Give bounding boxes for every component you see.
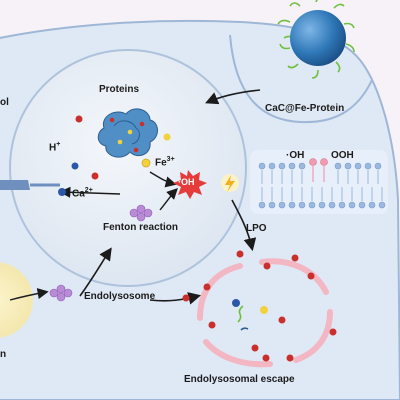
lipid-bilayer <box>250 150 388 214</box>
arrow-endolysosome <box>79 247 112 297</box>
lipid-ooh-label: OOH <box>331 150 354 161</box>
edge-label-bottom: n <box>0 349 7 360</box>
protein-cluster <box>97 108 158 158</box>
arrow-uptake <box>205 89 261 105</box>
arrow-fenton-up <box>159 188 178 211</box>
endolysosome-particle <box>49 284 73 302</box>
fenton-label: Fenton reaction <box>103 222 179 233</box>
left-glow <box>0 262 33 338</box>
arrow-enter-endo <box>9 287 49 301</box>
red-dot <box>75 115 83 123</box>
lpo-label: LPO <box>246 223 267 234</box>
nanoparticle-core <box>290 10 346 66</box>
arrow-lpo <box>231 199 257 252</box>
endolysosome-label: Endolysosome <box>84 291 156 302</box>
h-plus-label: H+ <box>49 141 61 154</box>
ca-label: Ca2+ <box>72 187 93 200</box>
red-dot <box>91 172 99 180</box>
central-vesicle <box>9 49 247 287</box>
fe-label: Fe3+ <box>155 156 175 169</box>
ca-ion <box>58 188 66 196</box>
edge-label-top: ol <box>0 97 9 108</box>
membrane-channel <box>0 180 30 190</box>
nanoparticle-label: CaC@Fe-Protein <box>265 103 345 114</box>
escape-label: Endolysosomal escape <box>184 374 295 385</box>
proteins-label: Proteins <box>99 84 140 95</box>
arrow-fe-to-oh <box>149 171 177 188</box>
fenton-particle <box>129 204 153 222</box>
lightning-icon <box>221 174 239 192</box>
arrow-escape <box>149 292 202 305</box>
hydroxyl-label: ·OH <box>178 177 195 187</box>
fe-ion <box>141 158 151 168</box>
blue-dot <box>71 162 79 170</box>
nanoparticle-ligands <box>277 0 355 79</box>
membrane-pocket <box>229 34 373 124</box>
hydroxyl-burst <box>173 170 207 199</box>
yellow-dot <box>163 133 171 141</box>
arrow-ca-out <box>59 186 121 198</box>
lipid-oh-label: ·OH <box>286 150 305 161</box>
escape-dots <box>182 250 337 362</box>
escape-membrane <box>197 258 333 368</box>
